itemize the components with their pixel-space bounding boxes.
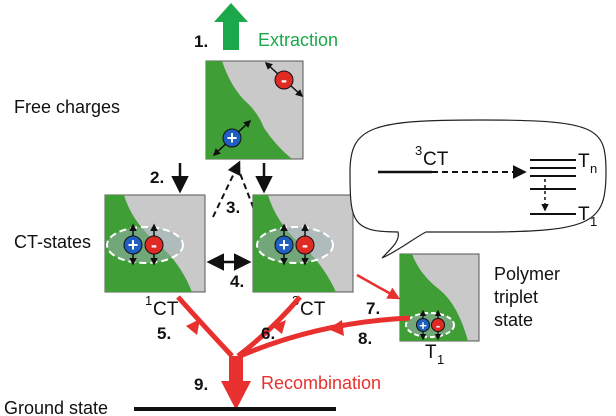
- free-charges-label: Free charges: [14, 97, 120, 117]
- polymer-hole-sign: +: [419, 318, 427, 333]
- ct-states-label: CT-states: [14, 232, 91, 252]
- polymer-electron-sign: -: [436, 318, 440, 333]
- singlet-hole-sign: +: [128, 235, 139, 255]
- polymer-triplet-panel: + -: [399, 253, 480, 342]
- t1-subscript: 1: [437, 352, 444, 367]
- triplet-ct-label: CT: [300, 299, 326, 320]
- step-3-label: 3.: [226, 198, 240, 217]
- recombination-arrow: [221, 356, 251, 410]
- triplet-electron-sign: -: [302, 235, 308, 255]
- polymer-label: Polymer: [494, 264, 560, 284]
- bubble-ct-superscript: 3: [415, 143, 422, 158]
- step-4-label: 4.: [230, 272, 244, 291]
- singlet-ct-panel: + -: [104, 194, 206, 293]
- singlet-ct-label: CT: [153, 299, 179, 320]
- electron-sign: -: [281, 70, 287, 90]
- extraction-arrow: [214, 3, 248, 50]
- recombination-label: Recombination: [261, 373, 381, 393]
- triplet-ct-panel: + -: [252, 194, 354, 293]
- energy-level-bubble: [349, 119, 607, 259]
- step-6-label: 6.: [261, 324, 275, 343]
- t1-label: T: [425, 342, 437, 363]
- step-9-label: 9.: [194, 375, 208, 394]
- ground-state-label: Ground state: [4, 398, 108, 416]
- free-charges-panel: - +: [205, 60, 304, 160]
- singlet-electron-sign: -: [151, 235, 157, 255]
- state-label: state: [494, 310, 533, 330]
- step-8-label: 8.: [358, 329, 372, 348]
- bubble-tn-label: T: [578, 151, 590, 172]
- step-5-label: 5.: [157, 324, 171, 343]
- step-7-label: 7.: [366, 299, 380, 318]
- bubble-t1-label: T: [578, 204, 590, 225]
- hole-sign: +: [227, 128, 238, 148]
- step-1-label: 1.: [194, 32, 208, 51]
- hole-icon: [222, 128, 242, 148]
- step-7-arrow: [356, 273, 401, 300]
- triplet-label: triplet: [494, 287, 538, 307]
- extraction-label: Extraction: [258, 30, 338, 50]
- bubble-tn-subscript: n: [590, 161, 597, 176]
- bubble-t1-subscript: 1: [590, 214, 597, 229]
- recombination-paths: [176, 295, 411, 410]
- triplet-hole-sign: +: [279, 235, 290, 255]
- singlet-ct-superscript: 1: [145, 293, 152, 308]
- electron-icon: [274, 70, 294, 90]
- bubble-ct-label: CT: [423, 149, 449, 170]
- step-2-label: 2.: [150, 168, 164, 187]
